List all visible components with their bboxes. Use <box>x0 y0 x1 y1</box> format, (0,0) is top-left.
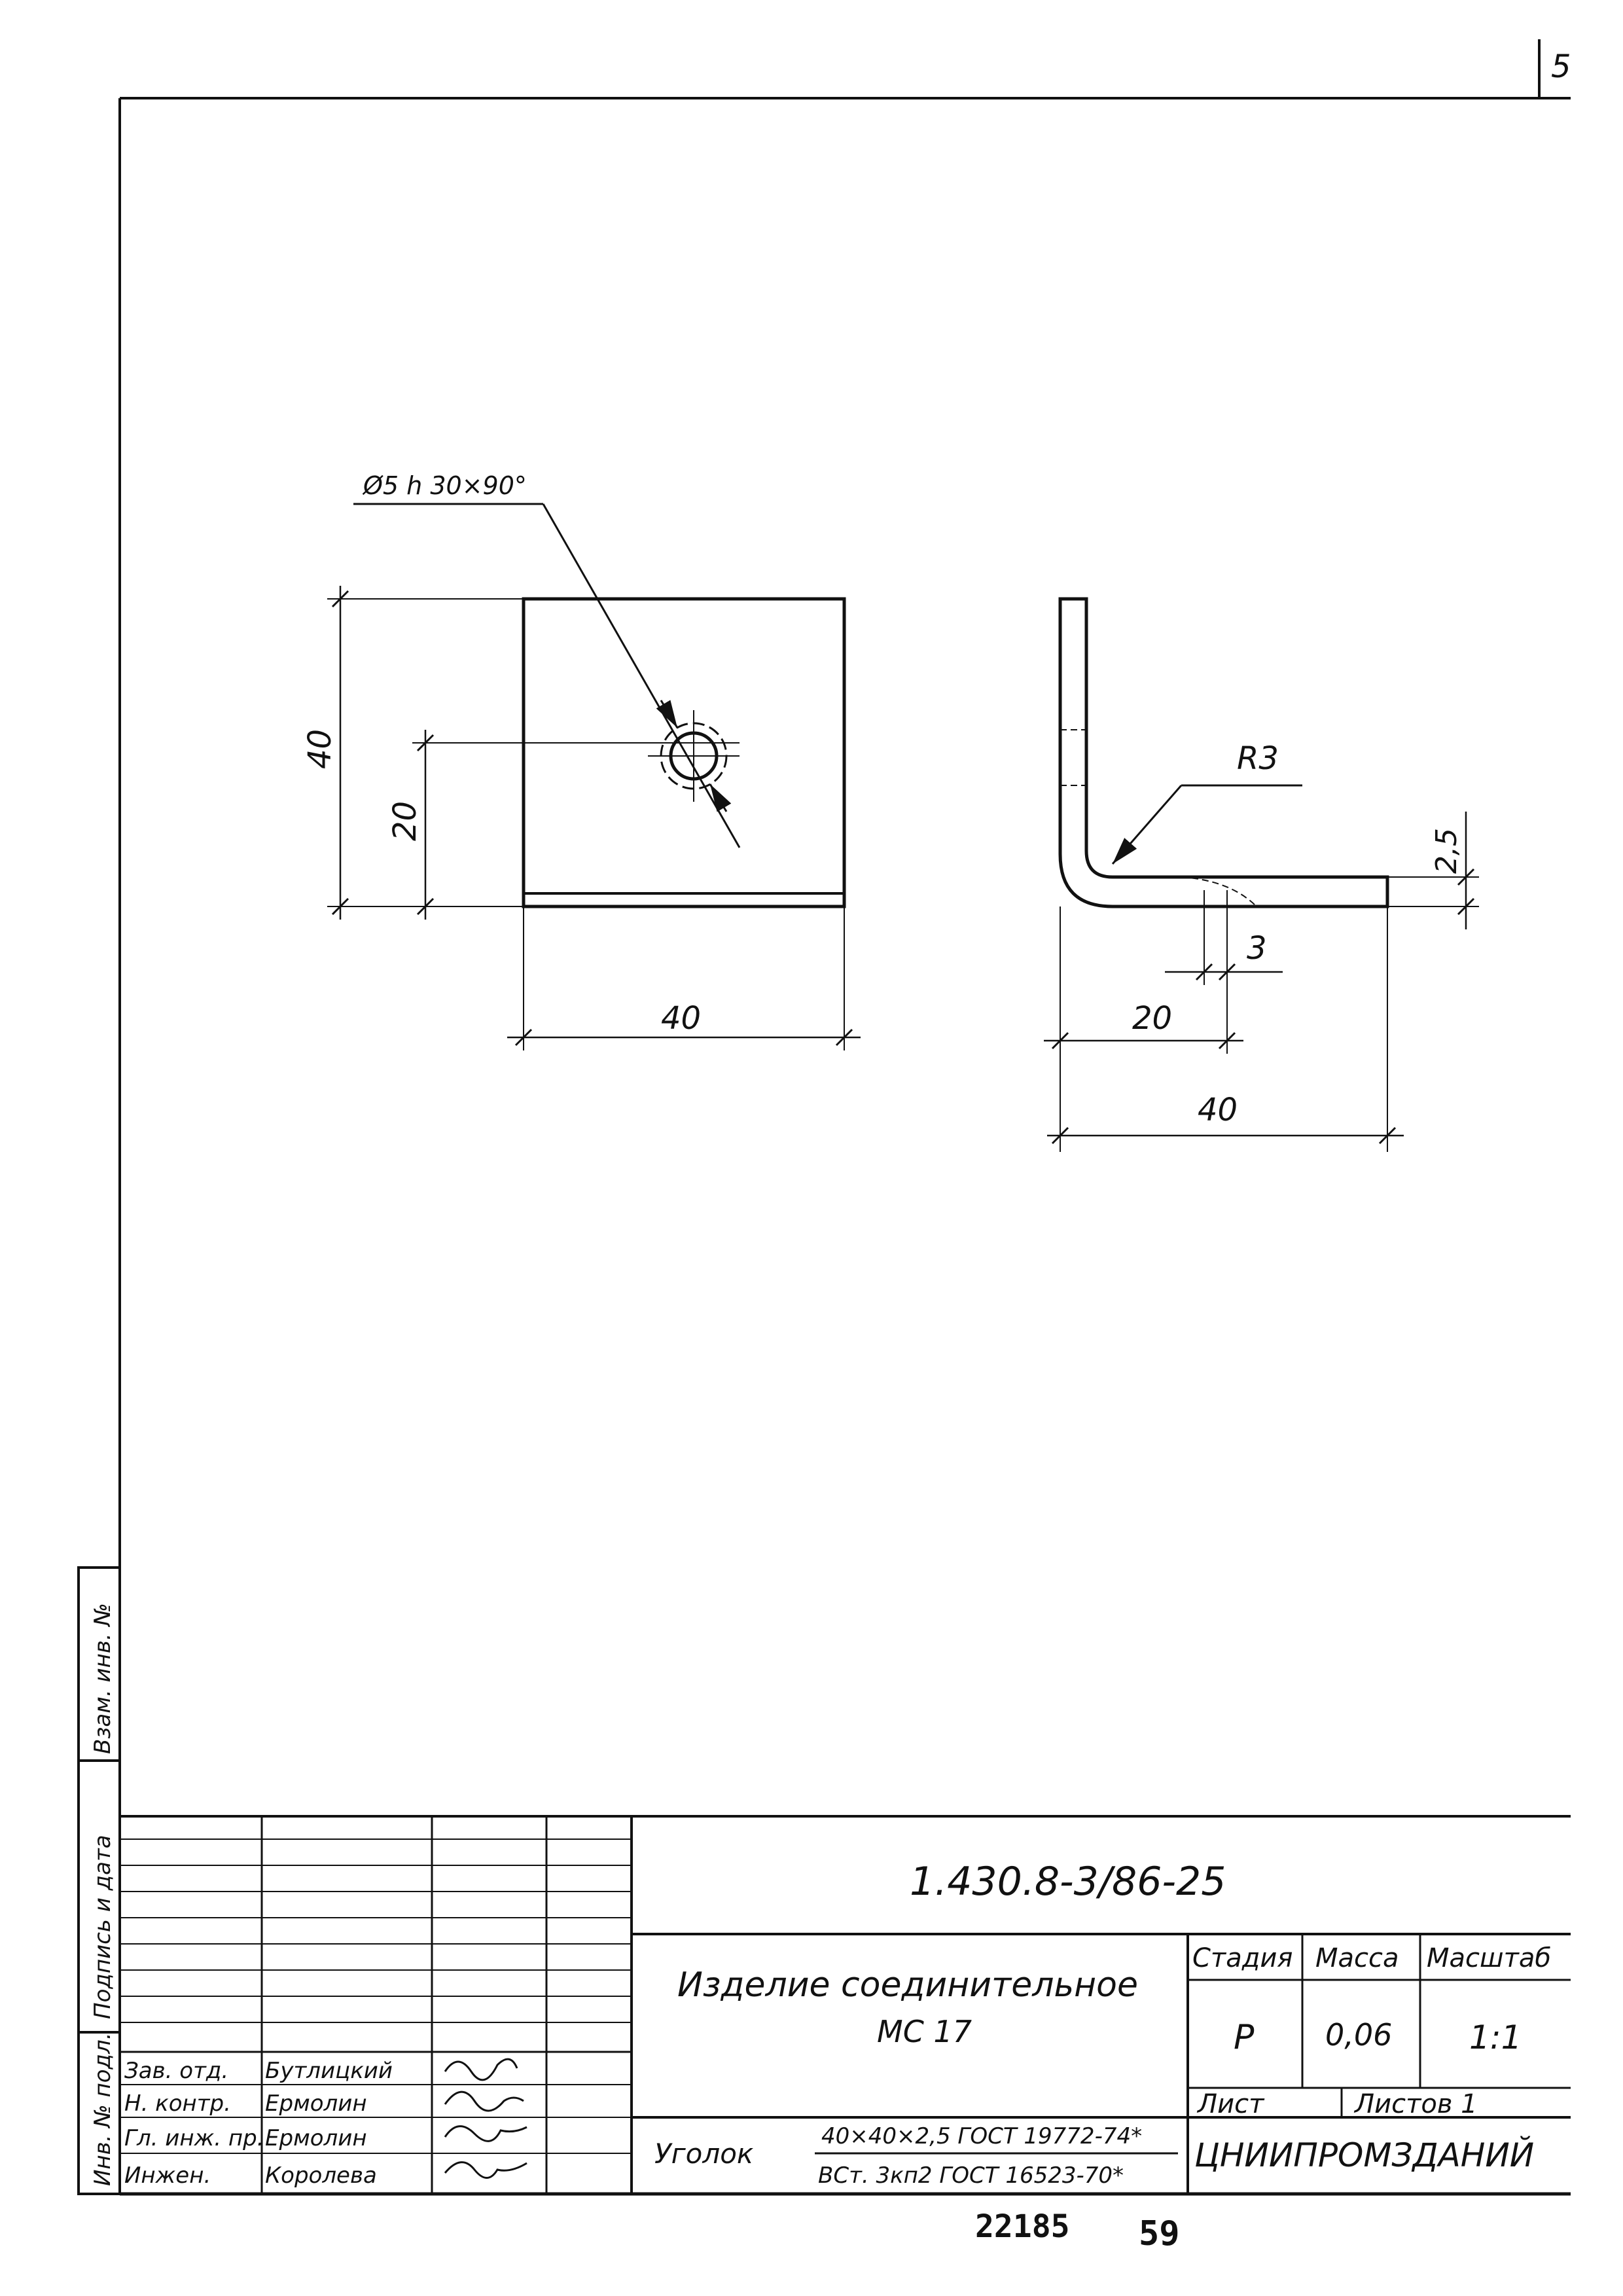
role-3: Гл. инж. пр. <box>124 2125 264 2151</box>
angle-profile <box>1058 597 1389 908</box>
side-view <box>1044 597 1479 1152</box>
name-1: Бутлицкий <box>265 2058 393 2084</box>
mass-value: 0,06 <box>1325 2017 1392 2053</box>
radius-label: R3 <box>1237 740 1279 777</box>
signature-3 <box>444 2125 527 2142</box>
stage-value: Р <box>1234 2018 1255 2057</box>
sheets-label: Листов 1 <box>1353 2089 1478 2119</box>
sheet-label: Лист <box>1196 2089 1265 2119</box>
dim-small-label: 3 <box>1247 930 1267 967</box>
signature-2 <box>444 2090 524 2112</box>
hdr-scale: Масштаб <box>1427 1943 1551 1973</box>
item-sub: МС 17 <box>877 2014 972 2049</box>
sheet-frame <box>118 39 1571 2194</box>
doc-code: 1.430.8-3/86-25 <box>910 1859 1226 1905</box>
material-top: 40×40×2,5 ГОСТ 19772-74* <box>821 2123 1142 2149</box>
item-title: Изделие соединительное <box>677 1965 1138 2005</box>
role-2: Н. контр. <box>124 2090 231 2117</box>
material-label: Уголок <box>654 2138 754 2170</box>
hole-callout: Ø5 h 30×90° <box>362 471 527 500</box>
dim-width: 40 <box>661 1000 701 1037</box>
dim-height: 40 <box>302 729 338 769</box>
name-3: Ермолин <box>265 2125 367 2151</box>
footer-page: 59 <box>1139 2214 1180 2253</box>
strip-inv-orig: Инв. № подл. <box>90 2032 116 2186</box>
name-2: Ермолин <box>265 2090 367 2117</box>
scale-value: 1:1 <box>1469 2018 1522 2056</box>
signature-1 <box>444 2058 518 2081</box>
dim-hole-offset: 20 <box>387 801 423 841</box>
strip-sign-date: Подпись и дата <box>90 1835 116 2019</box>
name-4: Королева <box>265 2162 377 2189</box>
title-block <box>120 1815 1571 2196</box>
strip-inv-dup: Взам. инв. № <box>90 1603 116 1754</box>
thickness-label: 2,5 <box>1430 828 1463 874</box>
corner-page-number: 5 <box>1551 48 1571 85</box>
role-1: Зав. отд. <box>124 2058 228 2084</box>
footer-number: 22185 <box>975 2208 1070 2245</box>
dim-side-half-label: 20 <box>1132 1000 1172 1037</box>
organization: ЦНИИПРОМЗДАНИЙ <box>1194 2136 1534 2174</box>
plan-view <box>327 503 861 1050</box>
role-4: Инжен. <box>124 2162 211 2189</box>
dim-side-full-label: 40 <box>1198 1092 1238 1128</box>
material-bottom: ВСт. 3кп2 ГОСТ 16523-70* <box>818 2162 1124 2189</box>
plate-outline <box>522 597 846 908</box>
signature-4 <box>444 2161 527 2179</box>
left-strip <box>77 1566 121 2195</box>
hdr-stage: Стадия <box>1192 1943 1293 1973</box>
hdr-mass: Масса <box>1315 1943 1399 1973</box>
